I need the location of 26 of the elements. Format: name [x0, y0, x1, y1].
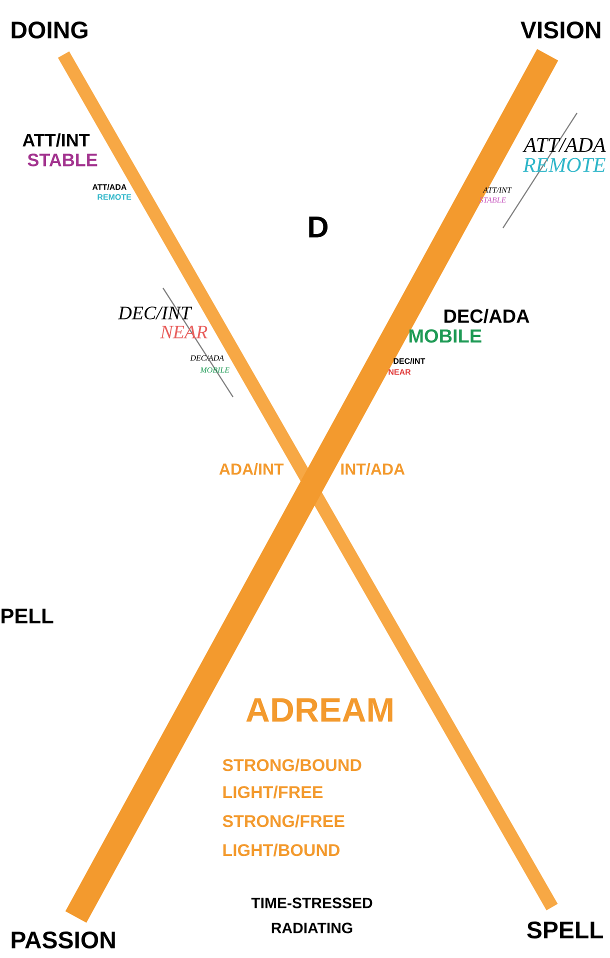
caption-text: TIME-STRESSED: [251, 898, 372, 908]
list-item: LIGHT/BOUND: [223, 844, 340, 856]
list-item: LIGHT/FREE: [223, 786, 323, 798]
category-label: STABLE: [28, 154, 98, 166]
caption-text: RADIATING: [272, 922, 352, 934]
crossing-label: INT/ADA: [341, 463, 405, 475]
small-label: DEC/INT: [394, 358, 426, 364]
category-label: DEC/ADA: [444, 308, 530, 324]
category-label: DEC/INT: [118, 306, 192, 320]
corner-label: VISION: [520, 22, 600, 38]
list-item: STRONG/BOUND: [222, 758, 362, 772]
small-label: NEAR: [388, 369, 411, 375]
heading: ADREAM: [246, 698, 392, 722]
center-letter: D: [309, 216, 328, 238]
crossing-label: ADA/INT: [219, 463, 284, 475]
category-label: ATT/ADA: [522, 138, 606, 152]
list-item: STRONG/FREE: [222, 814, 344, 828]
small-label: ATT/ADA: [92, 184, 126, 190]
small-label: REMOTE: [98, 194, 132, 200]
category-label: PELL: [2, 608, 54, 624]
category-label: MOBILE: [409, 329, 482, 343]
category-label: ATT/INT: [22, 133, 90, 147]
small-label: DEC/ADA: [190, 355, 224, 361]
corner-label: PASSION: [12, 932, 115, 948]
corner-label: DOING: [12, 22, 88, 38]
corner-label: SPELL: [527, 922, 604, 938]
